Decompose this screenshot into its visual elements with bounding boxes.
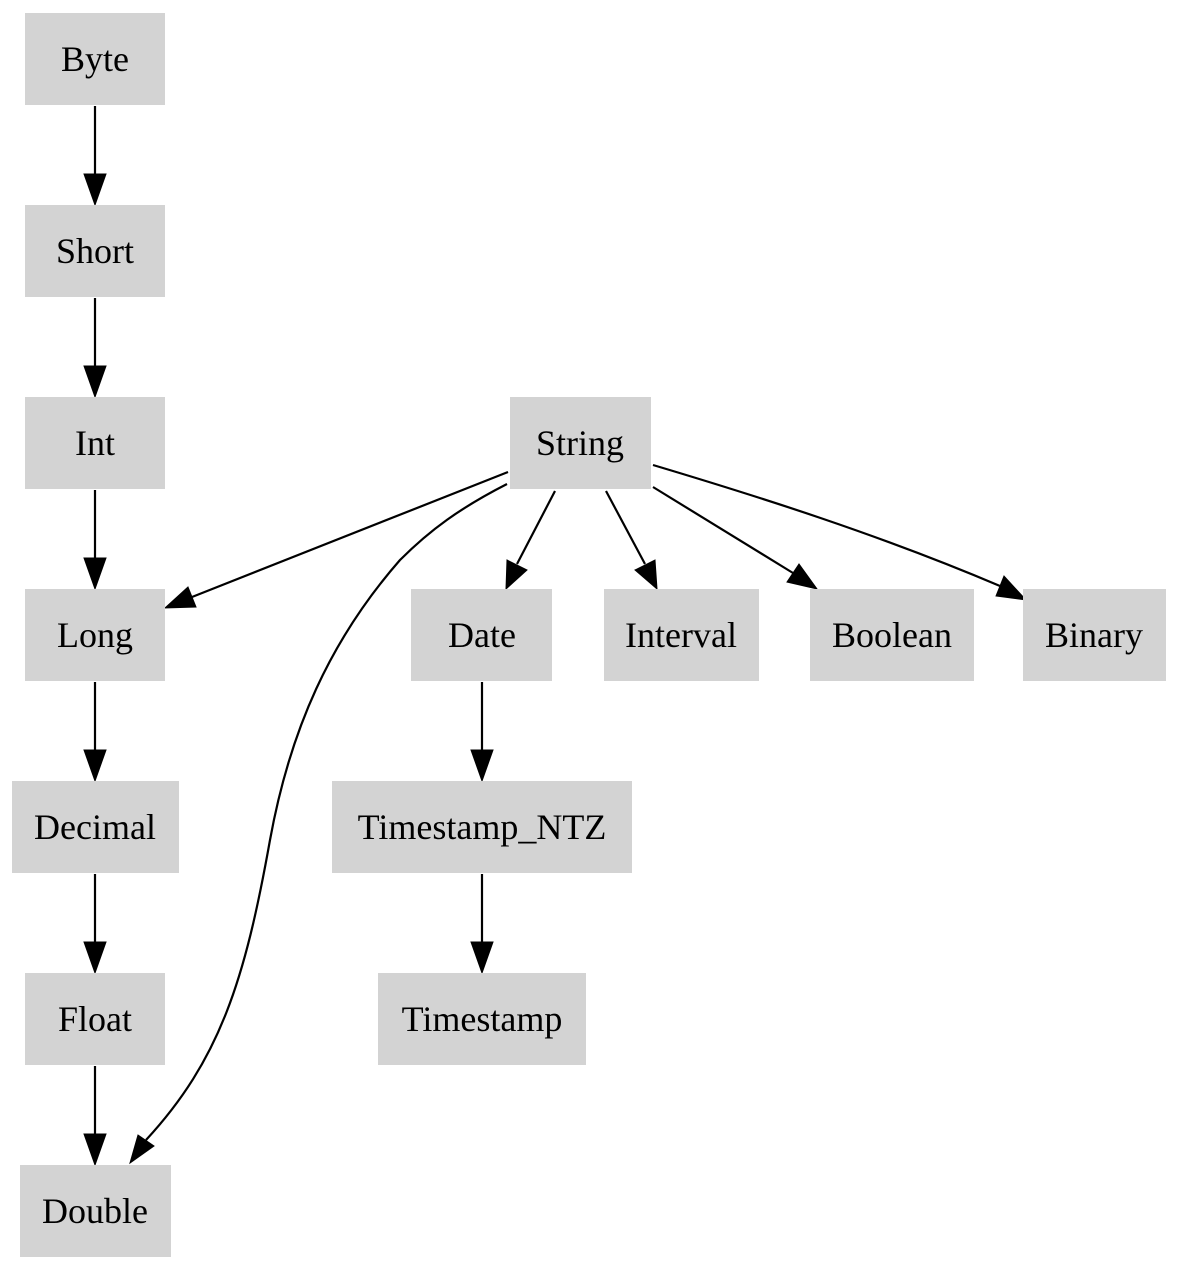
edge-byte-short (83, 106, 107, 207)
node-byte: Byte (25, 13, 165, 105)
node-date: Date (411, 589, 552, 681)
edge-string-binary (652, 463, 1028, 601)
edge-string-long (163, 470, 509, 609)
node-double-label: Double (42, 1191, 148, 1231)
edge-string-double (129, 483, 508, 1165)
edge-decimal-float (83, 874, 107, 975)
node-interval: Interval (604, 589, 759, 681)
node-boolean: Boolean (810, 589, 974, 681)
node-short-label: Short (56, 231, 134, 271)
nodes-layer: Byte Short Int Long Decimal Float Double (12, 13, 1166, 1257)
node-decimal-label: Decimal (34, 807, 156, 847)
node-timestamp: Timestamp (378, 973, 586, 1065)
node-short: Short (25, 205, 165, 297)
edge-float-double (83, 1066, 107, 1167)
node-date-label: Date (448, 615, 516, 655)
node-int: Int (25, 397, 165, 489)
node-long-label: Long (57, 615, 133, 655)
edge-int-long (83, 490, 107, 591)
node-timestamp-label: Timestamp (402, 999, 563, 1039)
node-float: Float (25, 973, 165, 1065)
edge-string-interval (605, 490, 658, 591)
node-float-label: Float (58, 999, 132, 1039)
node-int-label: Int (75, 423, 115, 463)
node-binary-label: Binary (1045, 615, 1143, 655)
node-interval-label: Interval (625, 615, 737, 655)
node-string: String (510, 397, 651, 489)
node-decimal: Decimal (12, 781, 179, 873)
node-timestamp-ntz: Timestamp_NTZ (332, 781, 632, 873)
edge-string-date (505, 490, 556, 591)
node-timestamp-ntz-label: Timestamp_NTZ (358, 807, 607, 847)
edge-string-boolean (652, 486, 819, 590)
edge-short-int (83, 298, 107, 399)
node-byte-label: Byte (61, 39, 129, 79)
node-long: Long (25, 589, 165, 681)
node-string-label: String (536, 423, 624, 463)
node-binary: Binary (1023, 589, 1166, 681)
edges-layer (83, 106, 1028, 1167)
node-double: Double (20, 1165, 171, 1257)
edge-timestamp-ntz-timestamp (470, 874, 494, 975)
node-boolean-label: Boolean (832, 615, 952, 655)
edge-date-timestamp-ntz (470, 682, 494, 783)
edge-long-decimal (83, 682, 107, 783)
